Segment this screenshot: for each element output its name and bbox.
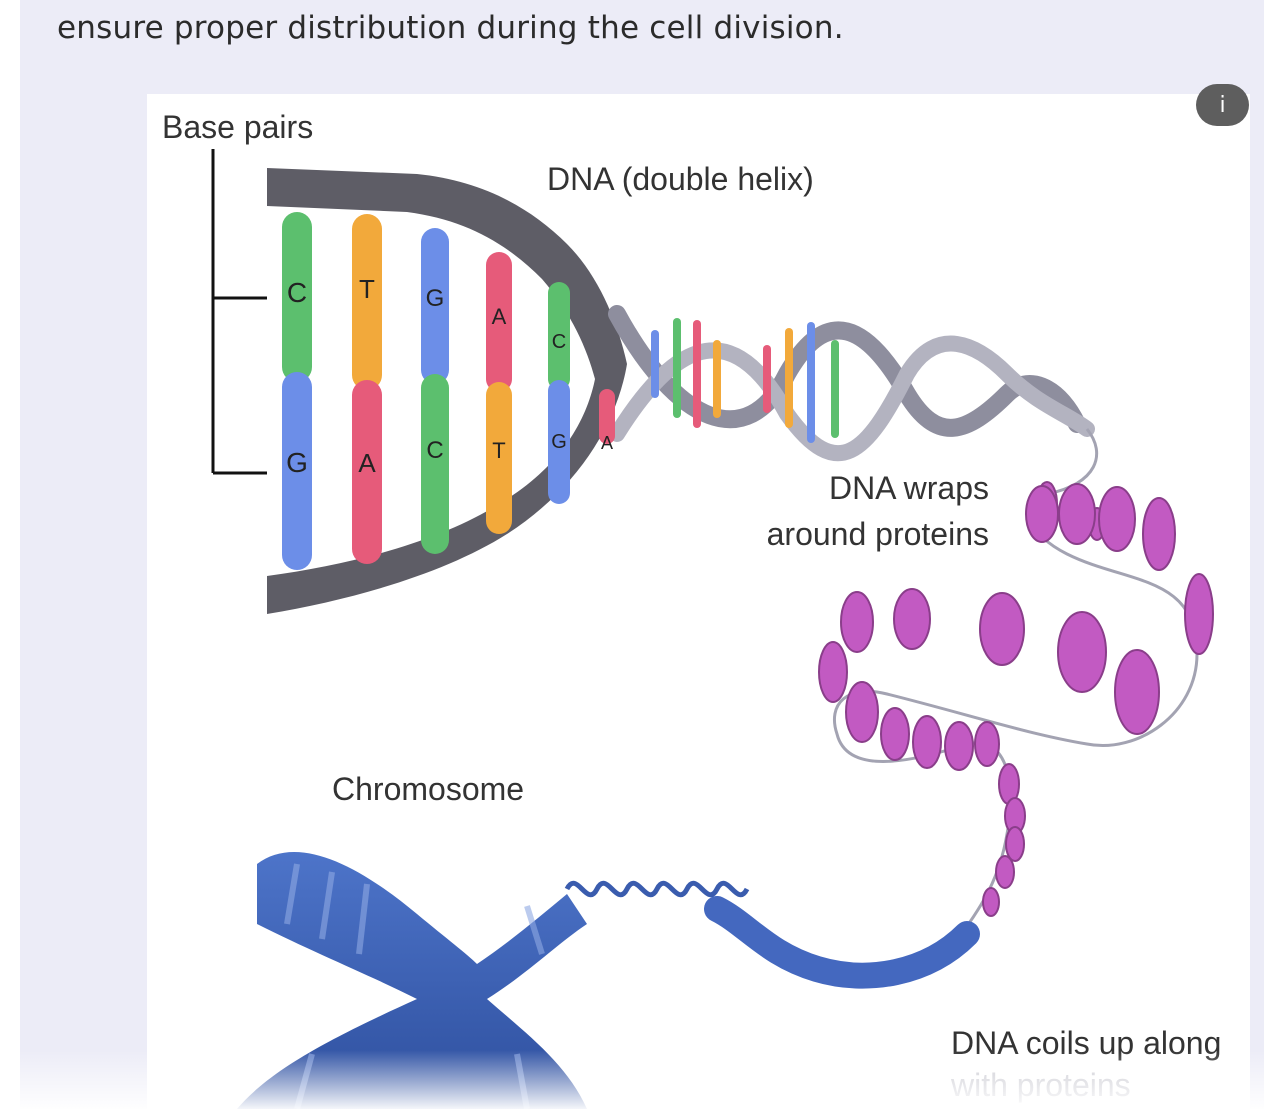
base-bottom-5 <box>599 389 615 444</box>
base-top-letter-1: T <box>359 274 375 304</box>
base-top-letter-3: A <box>492 304 507 329</box>
nucleosome-16 <box>912 715 942 769</box>
base-top-2 <box>421 228 449 384</box>
label-double-helix: DNA (double helix) <box>547 161 814 197</box>
nucleosome-11 <box>893 588 931 650</box>
base-bottom-0 <box>282 372 312 570</box>
nucleosome-12 <box>840 591 874 653</box>
chromatin-fiber <box>704 896 980 989</box>
nucleosome-15 <box>880 707 910 761</box>
helix-rungs <box>651 318 839 443</box>
nucleosome-17 <box>944 721 974 771</box>
base-bottom-3 <box>486 382 512 534</box>
chromatin-coil <box>564 880 750 898</box>
base-bottom-letter-0: G <box>286 447 308 478</box>
dna-diagram: C G T A G C A T C G A Base pairs DNA (double helix… <box>162 109 1221 1109</box>
nucleosome-23 <box>982 887 1000 917</box>
nucleosome-21 <box>1005 826 1025 862</box>
helix-ribbon <box>608 305 1095 462</box>
nucleosome-4 <box>1058 483 1096 545</box>
base-top-4 <box>548 282 570 390</box>
label-chromosome: Chromosome <box>332 771 524 807</box>
intro-text: ensure proper distribution during the ce… <box>57 10 844 46</box>
base-top-letter-4: C <box>552 331 566 353</box>
base-bottom-letter-5: A <box>601 433 613 453</box>
nucleosome-5 <box>1098 486 1136 552</box>
base-top-1 <box>352 214 382 390</box>
nucleosome-7 <box>1184 573 1214 655</box>
nucleosome-13 <box>818 641 848 703</box>
base-top-0 <box>282 212 312 382</box>
nucleosome-6 <box>1142 497 1176 571</box>
base-top-letter-2: G <box>426 285 445 312</box>
base-bottom-letter-3: T <box>492 438 505 463</box>
nucleosomes <box>818 481 1214 917</box>
label-wraps-2: around proteins <box>767 516 989 552</box>
nucleosome-18 <box>974 721 1000 767</box>
base-bottom-2 <box>421 374 449 554</box>
info-button[interactable]: i <box>1196 84 1249 126</box>
label-coils-2: with proteins <box>950 1067 1131 1103</box>
nucleosome-10 <box>979 592 1025 666</box>
dna-figure: C G T A G C A T C G A Base pairs DNA (double helix… <box>147 94 1250 1109</box>
nucleosome-3 <box>1025 485 1059 543</box>
nucleosome-22 <box>995 855 1015 889</box>
base-top-3 <box>486 252 512 392</box>
nucleosome-14 <box>845 681 879 743</box>
nucleosome-9 <box>1057 611 1107 693</box>
base-pair-bars: C G T A G C A T C G A <box>282 212 615 570</box>
base-bottom-4 <box>548 380 570 504</box>
base-top-letter-0: C <box>287 277 307 308</box>
label-wraps-1: DNA wraps <box>829 470 989 506</box>
nucleosome-8 <box>1114 649 1160 735</box>
chromosome <box>237 852 587 1109</box>
label-base-pairs: Base pairs <box>162 109 313 145</box>
base-bottom-letter-1: A <box>358 448 376 478</box>
label-coils-1: DNA coils up along <box>951 1025 1221 1061</box>
base-bottom-letter-2: C <box>426 437 443 464</box>
base-bottom-1 <box>352 380 382 564</box>
base-bottom-letter-4: G <box>551 431 567 453</box>
